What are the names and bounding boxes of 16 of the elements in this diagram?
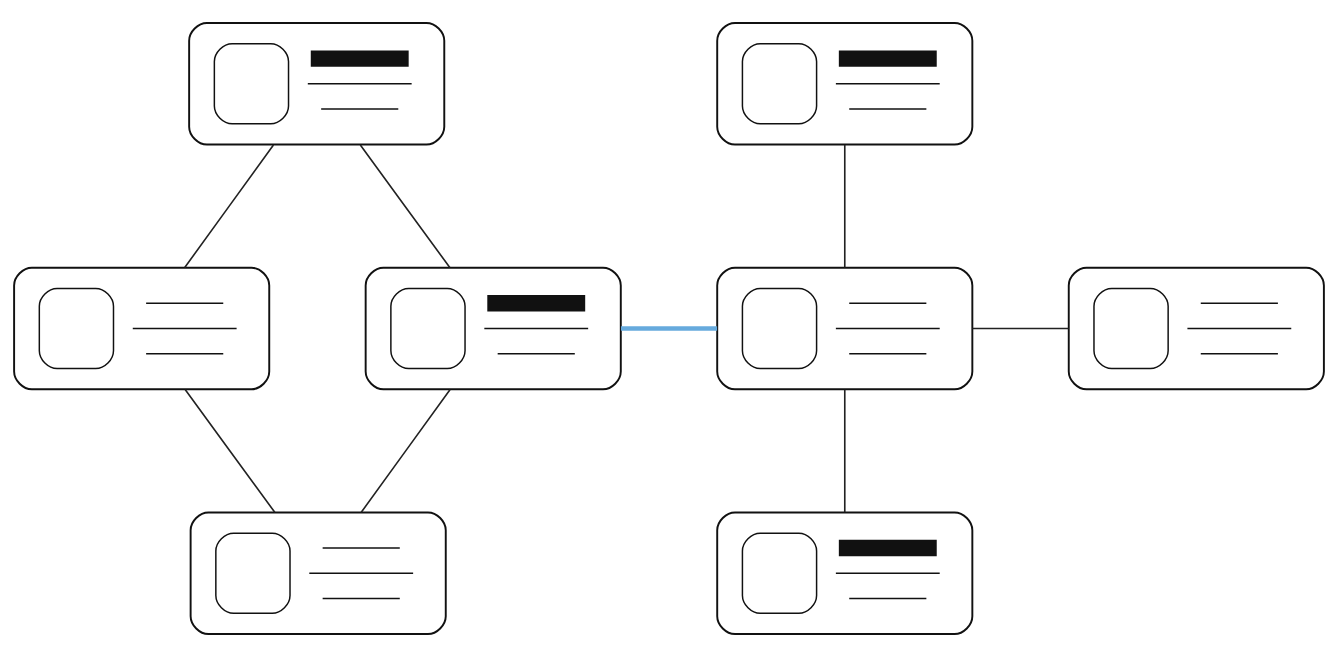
connector bbox=[359, 143, 451, 268]
connector bbox=[183, 143, 275, 268]
node-box bbox=[716, 510, 974, 635]
node-box bbox=[1067, 266, 1325, 390]
node-box bbox=[716, 266, 974, 390]
connector bbox=[184, 388, 276, 513]
connector bbox=[843, 388, 846, 513]
connector bbox=[971, 327, 1070, 329]
node-box bbox=[13, 266, 271, 390]
connector bbox=[843, 143, 846, 268]
node-box bbox=[189, 510, 447, 635]
connector bbox=[620, 325, 718, 331]
node-box bbox=[716, 21, 974, 146]
node-box bbox=[188, 21, 446, 146]
node-box bbox=[364, 266, 622, 390]
connector bbox=[360, 388, 451, 513]
